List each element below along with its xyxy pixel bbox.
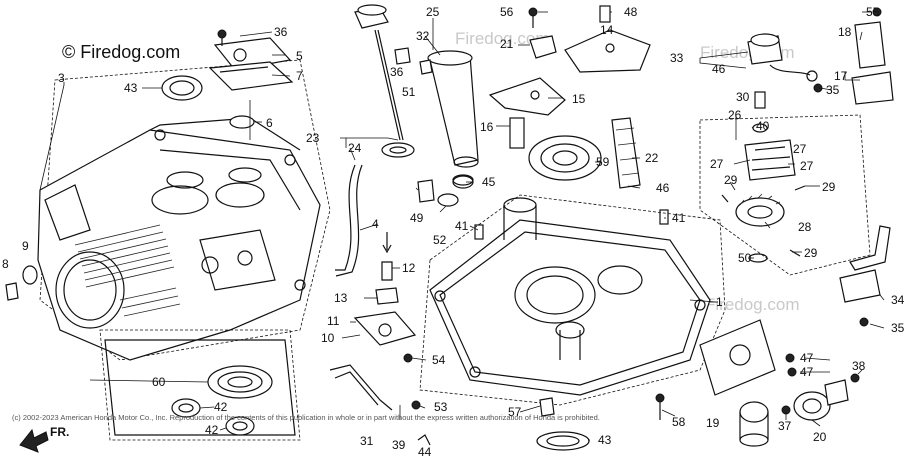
callout-5: 5	[296, 49, 303, 63]
control-linkage-drawing	[849, 225, 891, 271]
callout-46b: 46	[656, 181, 670, 195]
callout-22: 22	[645, 151, 659, 165]
callout-18: 18	[838, 25, 852, 39]
callout-29c: 29	[804, 246, 818, 260]
callout-52: 52	[433, 233, 447, 247]
callout-37: 37	[778, 419, 792, 433]
callout-14: 14	[600, 23, 614, 37]
callout-42a: 42	[214, 400, 228, 414]
callout-15: 15	[572, 92, 586, 106]
callout-23: 23	[306, 131, 320, 145]
ghost-watermark-top: Firedog.com	[455, 29, 549, 48]
bearing-42-drawing	[171, 398, 255, 436]
callout-46a: 46	[712, 62, 726, 76]
callout-33: 33	[670, 51, 684, 65]
callout-38: 38	[852, 359, 866, 373]
callout-45: 45	[482, 175, 496, 189]
callout-29a: 29	[724, 173, 738, 187]
callout-19: 19	[706, 416, 720, 430]
callout-35a: 35	[826, 83, 840, 97]
callout-42b: 42	[205, 423, 219, 437]
callout-21: 21	[500, 37, 514, 51]
front-direction-marker: FR.	[19, 425, 69, 453]
callout-53: 53	[434, 400, 448, 414]
breather-tube-drawing	[335, 164, 356, 271]
callout-36b: 36	[390, 65, 404, 79]
callout-27a: 27	[793, 142, 807, 156]
callout-11: 11	[327, 314, 340, 328]
ghost-watermark-mid: Firedog.com	[705, 295, 799, 314]
callout-57: 57	[508, 405, 522, 419]
leader-lines	[39, 11, 885, 441]
callout-12: 12	[402, 261, 416, 275]
o-ring-drawing	[381, 142, 415, 158]
dipstick-drawing	[354, 4, 404, 141]
callout-28: 28	[798, 220, 812, 234]
callout-54: 54	[432, 353, 446, 367]
callout-27c: 27	[800, 159, 814, 173]
callout-48: 48	[624, 5, 638, 19]
callout-30: 30	[736, 90, 750, 104]
callout-10: 10	[321, 331, 335, 345]
callout-43b: 43	[598, 433, 612, 447]
callout-9: 9	[22, 239, 29, 253]
callout-55: 55	[866, 5, 880, 19]
callout-34: 34	[891, 293, 905, 307]
oil-alert-switch-drawing	[747, 7, 894, 105]
callout-56: 56	[500, 5, 514, 19]
callout-1: 1	[716, 295, 723, 309]
callout-59: 59	[596, 155, 610, 169]
callout-60: 60	[152, 375, 166, 389]
callout-44: 44	[418, 445, 432, 459]
callout-47a: 47	[800, 351, 814, 365]
callout-40: 40	[756, 119, 770, 133]
breather-plate-drawing	[161, 29, 294, 129]
callout-6: 6	[266, 116, 273, 130]
callout-16: 16	[480, 120, 494, 134]
callout-labels: 1 3 4 5 6 7 8 9 10 11 12 13 14 15 16 17 …	[2, 5, 905, 459]
callout-31: 31	[360, 434, 374, 448]
callout-39: 39	[392, 438, 406, 452]
oil-filler-tube-drawing	[427, 50, 479, 186]
callout-43a: 43	[124, 81, 138, 95]
oil-seal-60-drawing	[207, 365, 273, 399]
governor-arm-drawing	[329, 364, 393, 411]
callout-41b: 41	[672, 211, 686, 225]
callout-36a: 36	[274, 25, 288, 39]
callout-51: 51	[402, 85, 416, 99]
brand-watermark: © Firedog.com	[62, 42, 180, 62]
callout-24: 24	[348, 141, 362, 155]
callout-32: 32	[416, 29, 430, 43]
callout-27b: 27	[710, 157, 724, 171]
callout-41a: 41	[455, 219, 469, 233]
svg-text:FR.: FR.	[50, 425, 69, 439]
callout-3: 3	[58, 71, 65, 85]
governor-assembly-drawing	[721, 91, 806, 263]
oil-filter-drawing	[699, 319, 860, 447]
callout-17: 17	[834, 69, 848, 83]
callout-47b: 47	[800, 365, 814, 379]
callout-25: 25	[426, 5, 440, 19]
callout-13: 13	[334, 291, 348, 305]
copyright-notice: (c) 2002-2023 American Honda Motor Co., …	[12, 413, 600, 422]
callout-35b: 35	[891, 321, 905, 335]
callout-8: 8	[2, 257, 9, 271]
cylinder-block-drawing	[37, 59, 331, 361]
callout-4: 4	[372, 217, 379, 231]
drain-plate-drawing	[353, 311, 417, 346]
callout-7: 7	[296, 69, 303, 83]
callout-49: 49	[410, 211, 424, 225]
callout-26: 26	[728, 108, 742, 122]
callout-29b: 29	[822, 180, 836, 194]
crankshaft-bearing-drawing	[528, 135, 602, 181]
callout-58: 58	[672, 415, 686, 429]
callout-20: 20	[813, 430, 827, 444]
callout-50: 50	[738, 251, 752, 265]
